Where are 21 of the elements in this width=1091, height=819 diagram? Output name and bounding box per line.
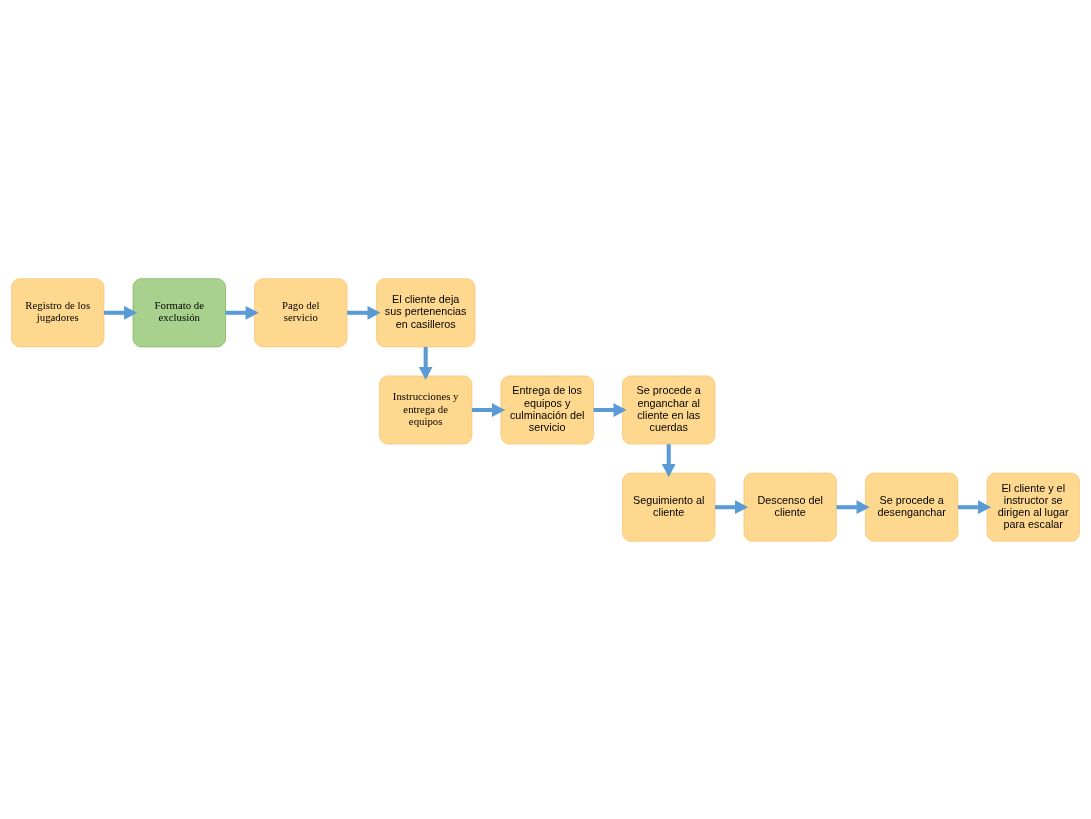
- arrow: [347, 305, 381, 320]
- node-box: Registro de los jugadores: [11, 277, 105, 347]
- node-box: Seguimiento al cliente: [622, 472, 716, 542]
- node-box: Se procede a desenganchar: [865, 472, 959, 542]
- arrow: [958, 499, 992, 514]
- node-box: Pago del servicio: [254, 277, 348, 347]
- node-box: El cliente deja sus pertenencias en casilleros: [376, 277, 476, 347]
- node-box: Descenso del cliente: [743, 472, 837, 542]
- arrow: [836, 499, 870, 514]
- arrow: [714, 499, 749, 514]
- arrow: [104, 305, 138, 320]
- arrow: [471, 402, 506, 417]
- node-box: Entrega de los equipos y culminación del servicio: [500, 375, 594, 444]
- node-box: Se procede a enganchar al cliente en las cuerdas: [622, 375, 716, 444]
- node-box: El cliente y el instructor se dirigen al lugar para escalar: [986, 472, 1080, 542]
- node-box: Instrucciones y entrega de equipos: [379, 375, 473, 444]
- arrow: [661, 443, 676, 477]
- arrow: [225, 305, 259, 320]
- node-box: Formato de exclusión: [132, 277, 226, 347]
- arrow: [593, 402, 627, 417]
- arrow: [418, 346, 433, 380]
